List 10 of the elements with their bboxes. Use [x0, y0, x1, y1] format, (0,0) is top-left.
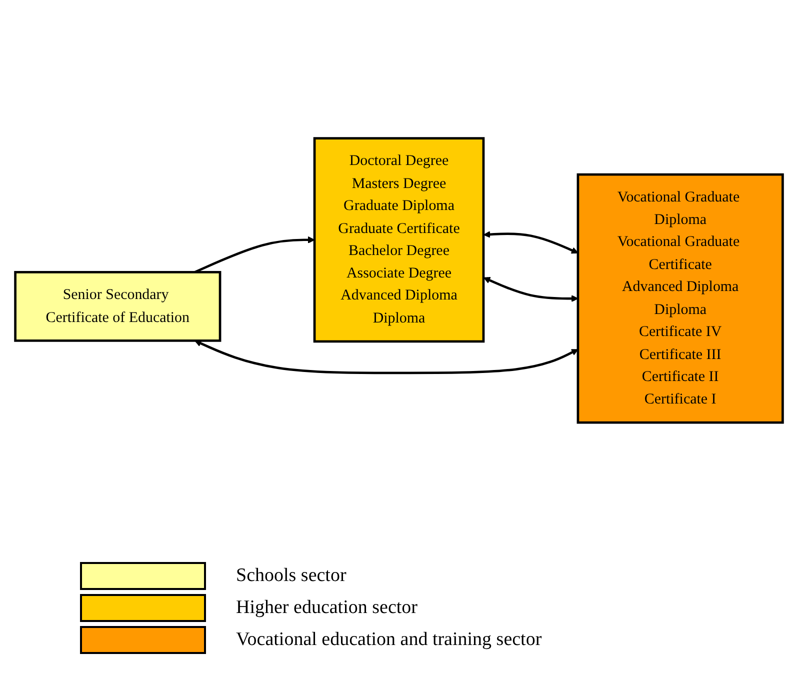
- legend-label: Higher education sector: [236, 597, 418, 619]
- node-box: Vocational Graduate Diploma Vocational Graduate Certificate Advanced Diploma Diploma Certificate IV Certificate III Certificate II Certificate I: [576, 172, 784, 424]
- arrow: [194, 340, 578, 374]
- legend-label: Vocational education and training sector: [236, 629, 542, 651]
- legend-label: Schools sector: [236, 565, 346, 587]
- arrow: [483, 276, 578, 302]
- arrow: [194, 236, 315, 273]
- node-box: Senior Secondary Certificate of Education: [14, 270, 222, 342]
- node-box: Doctoral Degree Masters Degree Graduate Diploma Graduate Certificate Bachelor Degree Associate Degree Advanced Diploma Diploma: [313, 136, 485, 342]
- arrow: [483, 230, 578, 254]
